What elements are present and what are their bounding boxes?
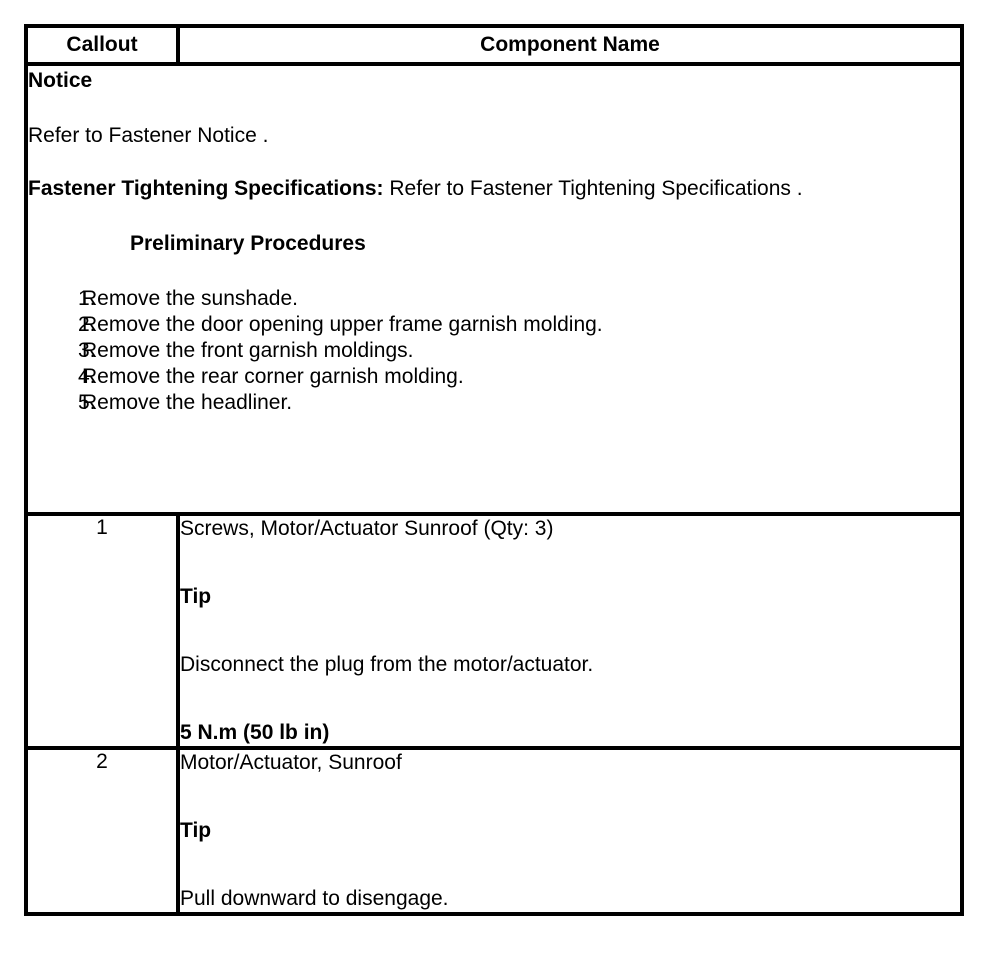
list-item: 3. Remove the front garnish moldings.: [28, 338, 960, 364]
notice-block: Notice Refer to Fastener Notice . Fasten…: [28, 70, 960, 416]
list-item-label: Remove the rear corner garnish molding.: [82, 365, 464, 388]
tip-text: Disconnect the plug from the motor/actua…: [180, 653, 594, 676]
list-item-number: 3.: [78, 339, 96, 362]
list-item-label: Remove the door opening upper frame garn…: [82, 313, 603, 336]
list-item: 1. Remove the sunshade.: [28, 286, 960, 312]
fastener-notice-text: Refer to Fastener Notice .: [28, 124, 269, 147]
preliminary-procedures-list: 1. Remove the sunshade. 2. Remove the do…: [28, 286, 960, 416]
notice-heading: Notice: [28, 69, 93, 92]
table-row: 2 Motor/Actuator, Sunroof Tip Pull downw…: [24, 746, 964, 916]
fastener-spec-line: Fastener Tightening Specifications: Refe…: [28, 178, 960, 199]
component-callout-table: Callout Component Name Notice Refer to F…: [24, 24, 964, 916]
column-header-component-name: Component Name: [176, 24, 964, 66]
list-item: 5. Remove the headliner.: [28, 390, 960, 416]
component-name-text: Screws, Motor/Actuator Sunroof (Qty: 3): [180, 517, 554, 540]
list-item-number: 4.: [78, 365, 96, 388]
notice-row: Notice Refer to Fastener Notice . Fasten…: [24, 62, 964, 516]
list-item-label: Remove the sunshade.: [82, 287, 298, 310]
callout-number: 1: [24, 512, 180, 750]
tip-text: Pull downward to disengage.: [180, 887, 449, 910]
list-item-label: Remove the front garnish moldings.: [82, 339, 414, 362]
tip-heading: Tip: [180, 819, 212, 842]
column-header-callout: Callout: [24, 24, 180, 66]
fastener-spec-label: Fastener Tightening Specifications:: [28, 177, 384, 200]
list-item-number: 2.: [78, 313, 96, 336]
component-detail-cell: Screws, Motor/Actuator Sunroof (Qty: 3) …: [176, 512, 964, 750]
list-item: 2. Remove the door opening upper frame g…: [28, 312, 960, 338]
table-row: 1 Screws, Motor/Actuator Sunroof (Qty: 3…: [24, 512, 964, 750]
component-detail-cell: Motor/Actuator, Sunroof Tip Pull downwar…: [176, 746, 964, 916]
table-header-row: Callout Component Name: [24, 24, 964, 66]
list-item-number: 5.: [78, 391, 96, 414]
callout-number: 2: [24, 746, 180, 916]
table-body: Notice Refer to Fastener Notice . Fasten…: [24, 62, 964, 916]
table-header: Callout Component Name: [24, 24, 964, 66]
list-item-label: Remove the headliner.: [82, 391, 293, 414]
list-item-number: 1.: [78, 287, 96, 310]
component-name-text: Motor/Actuator, Sunroof: [180, 751, 402, 774]
list-item: 4. Remove the rear corner garnish moldin…: [28, 364, 960, 390]
tip-heading: Tip: [180, 585, 212, 608]
notice-cell: Notice Refer to Fastener Notice . Fasten…: [24, 62, 964, 516]
torque-specification: 5 N.m (50 lb in): [180, 721, 330, 744]
fastener-spec-text: Refer to Fastener Tightening Specificati…: [383, 177, 803, 200]
preliminary-procedures-heading: Preliminary Procedures: [130, 232, 366, 255]
